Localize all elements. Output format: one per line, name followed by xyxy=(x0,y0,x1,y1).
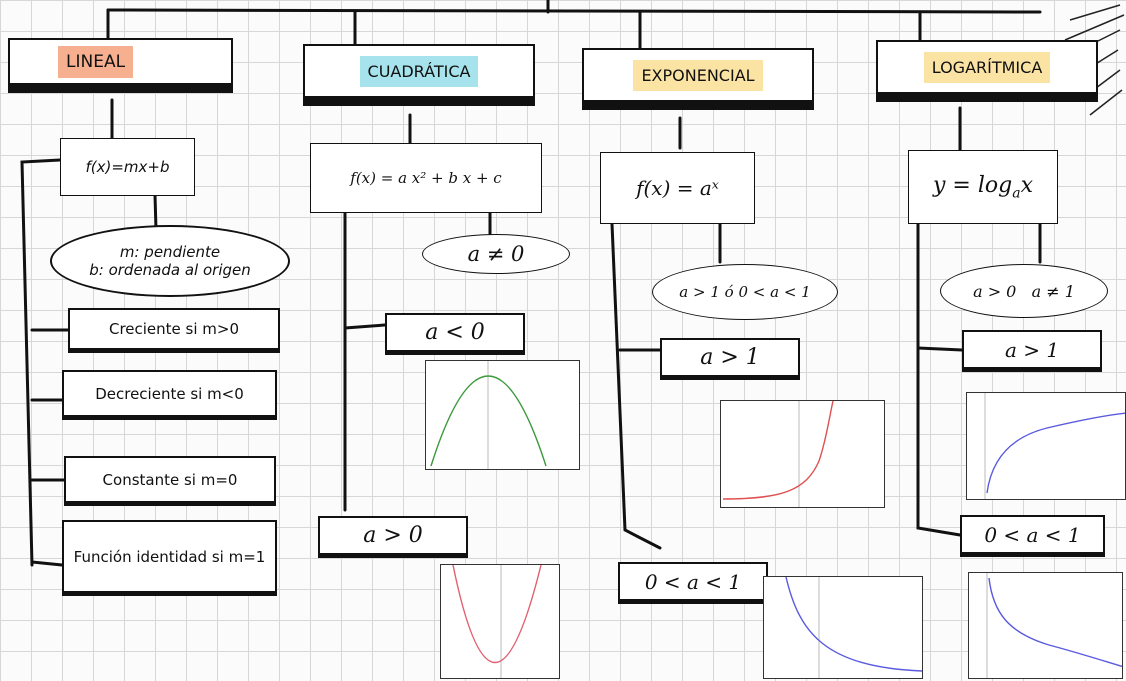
parabola-down-graph xyxy=(426,361,580,470)
log-growth-graph xyxy=(967,393,1126,500)
cuadratica-case-neg: a < 0 xyxy=(385,313,525,355)
plot-log-growth xyxy=(966,392,1126,500)
plot-parabola-down xyxy=(425,360,580,470)
plot-log-decay xyxy=(968,572,1123,679)
cuadratica-condition: a ≠ 0 xyxy=(422,234,570,274)
header-lineal: LINEAL xyxy=(8,38,233,93)
exponencial-formula: f(x) = aˣ xyxy=(600,152,755,224)
header-exponencial-label: EXPONENCIAL xyxy=(633,60,762,91)
parabola-up-graph xyxy=(441,565,560,679)
lineal-formula: f(x)=mx+b xyxy=(60,138,195,196)
logaritmica-condition: a > 0 a ≠ 1 xyxy=(940,264,1108,318)
plot-exp-growth xyxy=(720,400,885,508)
logaritmica-formula: y = logax xyxy=(908,150,1058,224)
exp-decay-graph xyxy=(764,577,923,679)
plot-parabola-up xyxy=(440,564,560,679)
lineal-note: m: pendiente b: ordenada al origen xyxy=(50,225,290,297)
header-exponencial: EXPONENCIAL xyxy=(582,48,814,110)
exp-growth-graph xyxy=(721,401,885,508)
log-decay-graph xyxy=(969,573,1123,679)
exponencial-case-between: 0 < a < 1 xyxy=(618,562,768,604)
log-formula-base: y = log xyxy=(933,173,1012,198)
header-logaritmica-label: LOGARÍTMICA xyxy=(924,52,1051,83)
header-cuadratica: CUADRÁTICA xyxy=(303,44,535,106)
header-lineal-label: LINEAL xyxy=(58,46,133,78)
exponencial-case-gt: a > 1 xyxy=(660,338,800,380)
header-cuadratica-label: CUADRÁTICA xyxy=(360,56,479,87)
logaritmica-case-gt: a > 1 xyxy=(962,330,1102,372)
lineal-item-constante: Constante si m=0 xyxy=(64,456,276,506)
plot-exp-decay xyxy=(763,576,923,679)
lineal-item-decreciente: Decreciente si m<0 xyxy=(62,370,277,420)
exponencial-condition: a > 1 ó 0 < a < 1 xyxy=(652,264,838,320)
cuadratica-formula: f(x) = a x² + b x + c xyxy=(310,143,542,213)
cuadratica-case-pos: a > 0 xyxy=(318,516,468,558)
logaritmica-case-between: 0 < a < 1 xyxy=(960,515,1105,557)
lineal-item-identidad: Función identidad si m=1 xyxy=(62,520,277,596)
log-formula-end: x xyxy=(1021,173,1033,198)
log-formula-sub: a xyxy=(1012,185,1020,201)
header-logaritmica: LOGARÍTMICA xyxy=(876,40,1098,102)
lineal-item-creciente: Creciente si m>0 xyxy=(68,308,280,353)
